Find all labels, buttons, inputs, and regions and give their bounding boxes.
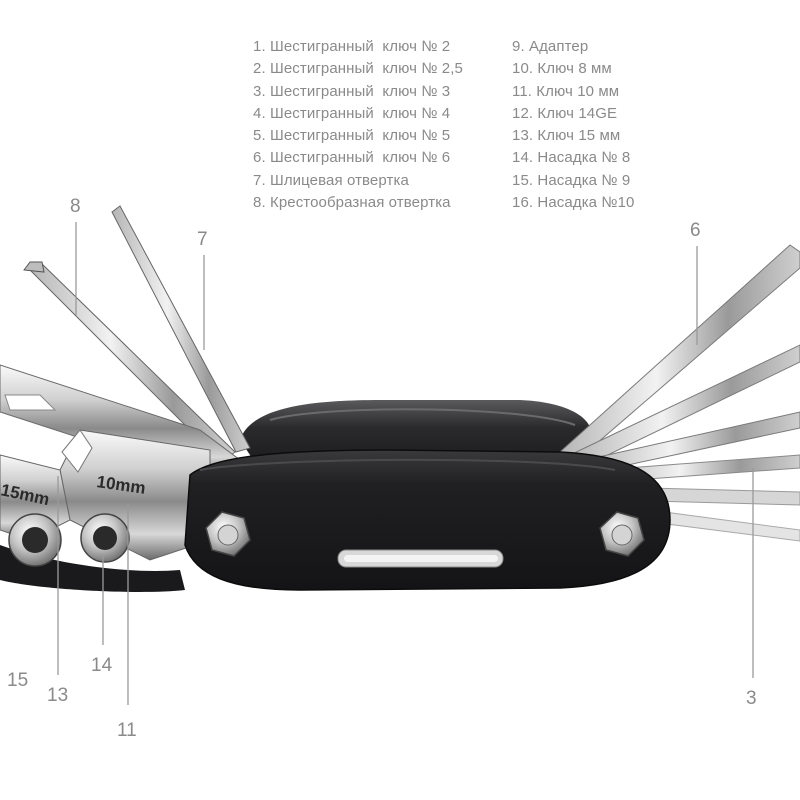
slotted-screwdriver [111, 205, 251, 453]
callout-11: 11 [117, 720, 137, 741]
legend-item: 1. Шестигранный ключ № 2 [253, 38, 451, 55]
legend-left-column: 1. Шестигранный ключ № 2 2. Шестигранный… [253, 36, 463, 214]
callout-13: 13 [47, 685, 69, 706]
legend-item: 12. Ключ 14GE [512, 104, 618, 122]
leader-lines [57, 222, 754, 705]
legend-item: 13. Ключ 15 мм [512, 127, 621, 145]
screwdrivers-group [23, 205, 251, 463]
socket-8 [80, 513, 130, 563]
bolt-left [205, 511, 251, 557]
legend-item: 4. Шестигранный ключ № 4 [253, 104, 451, 122]
callout-7: 7 [197, 229, 208, 250]
legend-item: 5. Шестигранный ключ № 5 [253, 127, 451, 145]
socket-9 [8, 513, 62, 567]
bolt-right [599, 511, 645, 557]
callout-14: 14 [91, 655, 113, 676]
legend-item: 14. Насадка № 8 [512, 149, 631, 167]
callout-3: 3 [746, 688, 757, 709]
legend-item: 11. Ключ 10 мм [512, 82, 620, 100]
legend-item: 9. Адаптер [512, 38, 589, 55]
socket-plate [0, 545, 185, 592]
callout-6: 6 [690, 220, 701, 241]
sockets-group [8, 513, 130, 567]
tool-body [184, 449, 671, 591]
legend-item: 16. Насадка №10 [512, 194, 635, 212]
callout-15: 15 [7, 670, 29, 691]
legend-item: 2. Шестигранный ключ № 2,5 [253, 60, 463, 78]
legend-item: 15. Насадка № 9 [512, 171, 631, 189]
callout-8: 8 [70, 196, 81, 217]
legend-item: 7. Шлицевая отвертка [253, 171, 409, 189]
legend-right-column: 9. Адаптер 10. Ключ 8 мм 11. Ключ 10 мм … [512, 36, 634, 214]
legend-item: 6. Шестигранный ключ № 6 [253, 149, 451, 167]
legend-item: 8. Крестообразная отвертка [253, 194, 451, 212]
legend-item: 10. Ключ 8 мм [512, 60, 612, 78]
legend-item: 3. Шестигранный ключ № 3 [253, 82, 451, 100]
